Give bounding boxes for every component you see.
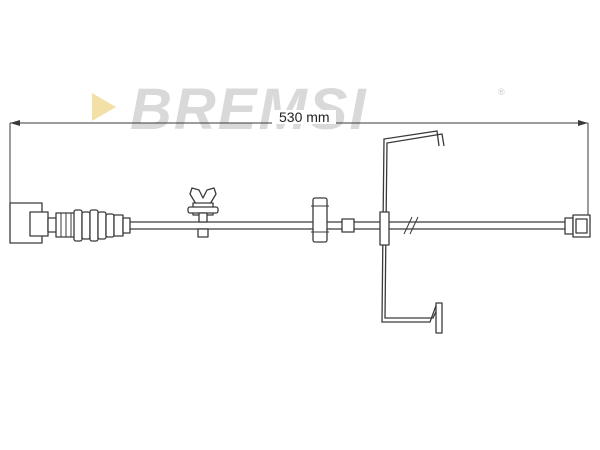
sensor-tip (564, 214, 591, 238)
dimension-arrow-right-icon (578, 120, 588, 126)
registered-mark: ® (498, 87, 505, 97)
cable-grommet (311, 197, 329, 243)
dimension-arrow-left-icon (10, 120, 20, 126)
logo-text: BREMSI (130, 77, 368, 142)
rubber-bellows (73, 209, 131, 242)
dimension-line: 530 mm (9, 109, 589, 220)
logo-arrow-icon (92, 93, 116, 121)
cable-sleeve (341, 218, 355, 233)
connector-plug (9, 202, 77, 244)
wire-bracket (379, 130, 445, 334)
brand-logo: BREMSI ® (92, 77, 505, 142)
dimension-label: 530 mm (279, 109, 330, 125)
cable-clip (187, 187, 219, 238)
